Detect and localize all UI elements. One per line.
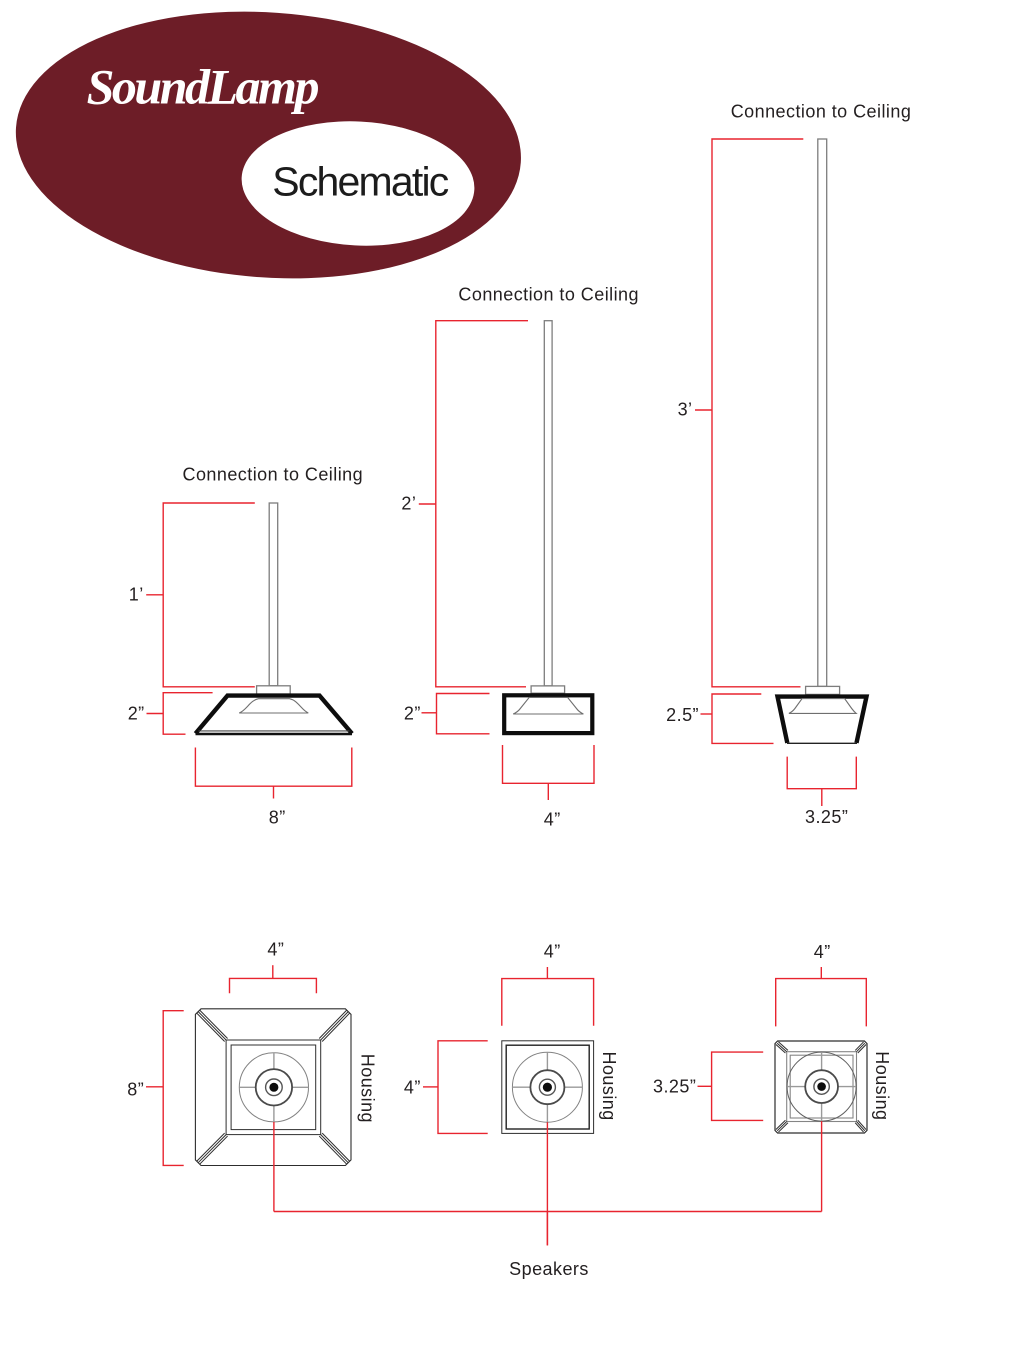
svg-text:4”: 4” — [544, 810, 561, 830]
svg-text:2.5”: 2.5” — [666, 705, 699, 725]
svg-text:SoundLamp: SoundLamp — [87, 59, 319, 115]
svg-text:4”: 4” — [814, 942, 831, 962]
svg-text:1’: 1’ — [129, 584, 144, 604]
svg-text:3.25”: 3.25” — [805, 807, 848, 827]
svg-text:4”: 4” — [544, 941, 561, 961]
svg-text:3’: 3’ — [678, 400, 693, 420]
svg-text:Connection to Ceiling: Connection to Ceiling — [731, 102, 912, 122]
svg-text:Housing: Housing — [357, 1054, 377, 1123]
svg-text:8”: 8” — [127, 1079, 144, 1099]
svg-text:Housing: Housing — [872, 1051, 892, 1120]
svg-text:Schematic: Schematic — [272, 159, 449, 205]
svg-text:3.25”: 3.25” — [653, 1077, 696, 1097]
svg-text:Housing: Housing — [599, 1052, 619, 1121]
svg-text:2”: 2” — [404, 704, 421, 724]
svg-text:8”: 8” — [269, 808, 286, 828]
svg-text:Speakers: Speakers — [509, 1259, 589, 1279]
svg-text:4”: 4” — [404, 1078, 421, 1098]
svg-text:Connection to Ceiling: Connection to Ceiling — [458, 285, 639, 305]
svg-text:2”: 2” — [128, 704, 145, 724]
svg-text:2’: 2’ — [401, 494, 416, 514]
svg-text:Connection to Ceiling: Connection to Ceiling — [183, 465, 364, 485]
svg-text:4”: 4” — [267, 939, 284, 959]
